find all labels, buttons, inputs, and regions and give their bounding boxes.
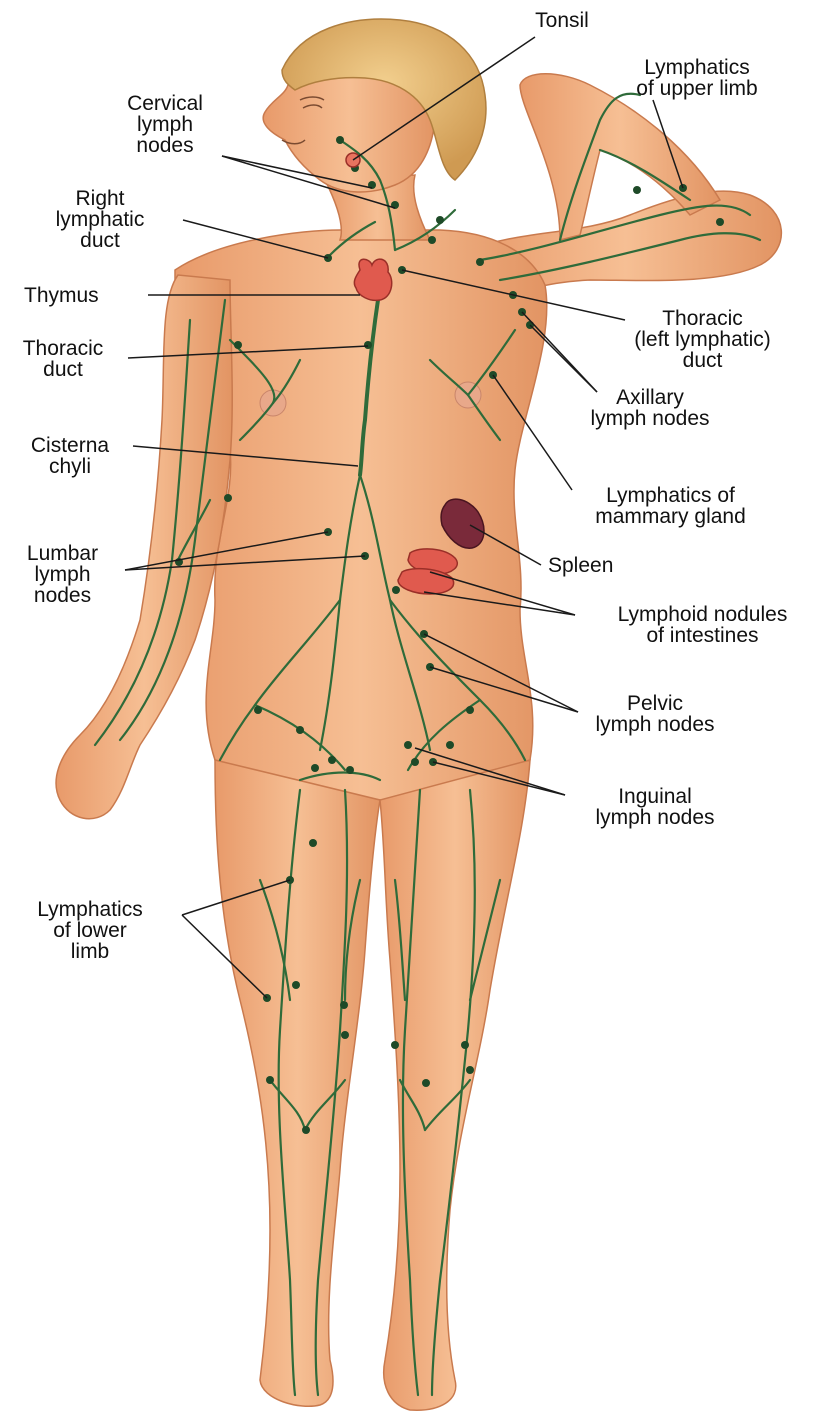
label-pelvic-lymph-nodes: Pelvic lymph nodes: [565, 693, 745, 735]
label-thoracic-duct: Thoracic duct: [0, 338, 126, 380]
thymus: [354, 259, 391, 300]
label-right-lymphatic-duct: Right lymphatic duct: [30, 188, 170, 251]
label-lymphatics-of-lower-limb: Lymphatics of lower limb: [5, 899, 175, 962]
label-lymphoid-nodules-of-intestines: Lymphoid nodules of intestines: [575, 604, 830, 646]
label-lymphatics-of-mammary-gland: Lymphatics of mammary gland: [568, 485, 773, 527]
label-axillary-lymph-nodes: Axillary lymph nodes: [555, 387, 745, 429]
label-cervical-lymph-nodes: Cervical lymph nodes: [100, 93, 230, 156]
label-spleen: Spleen: [548, 555, 613, 576]
label-thoracic-left-lymphatic-duct: Thoracic (left lymphatic) duct: [590, 308, 815, 371]
label-tonsil: Tonsil: [512, 10, 612, 31]
label-inguinal-lymph-nodes: Inguinal lymph nodes: [565, 786, 745, 828]
label-lumbar-lymph-nodes: Lumbar lymph nodes: [0, 543, 125, 606]
label-cisterna-chyli: Cisterna chyli: [10, 435, 130, 477]
label-lymphatics-of-upper-limb: Lymphatics of upper limb: [602, 57, 792, 99]
label-thymus: Thymus: [24, 285, 99, 306]
